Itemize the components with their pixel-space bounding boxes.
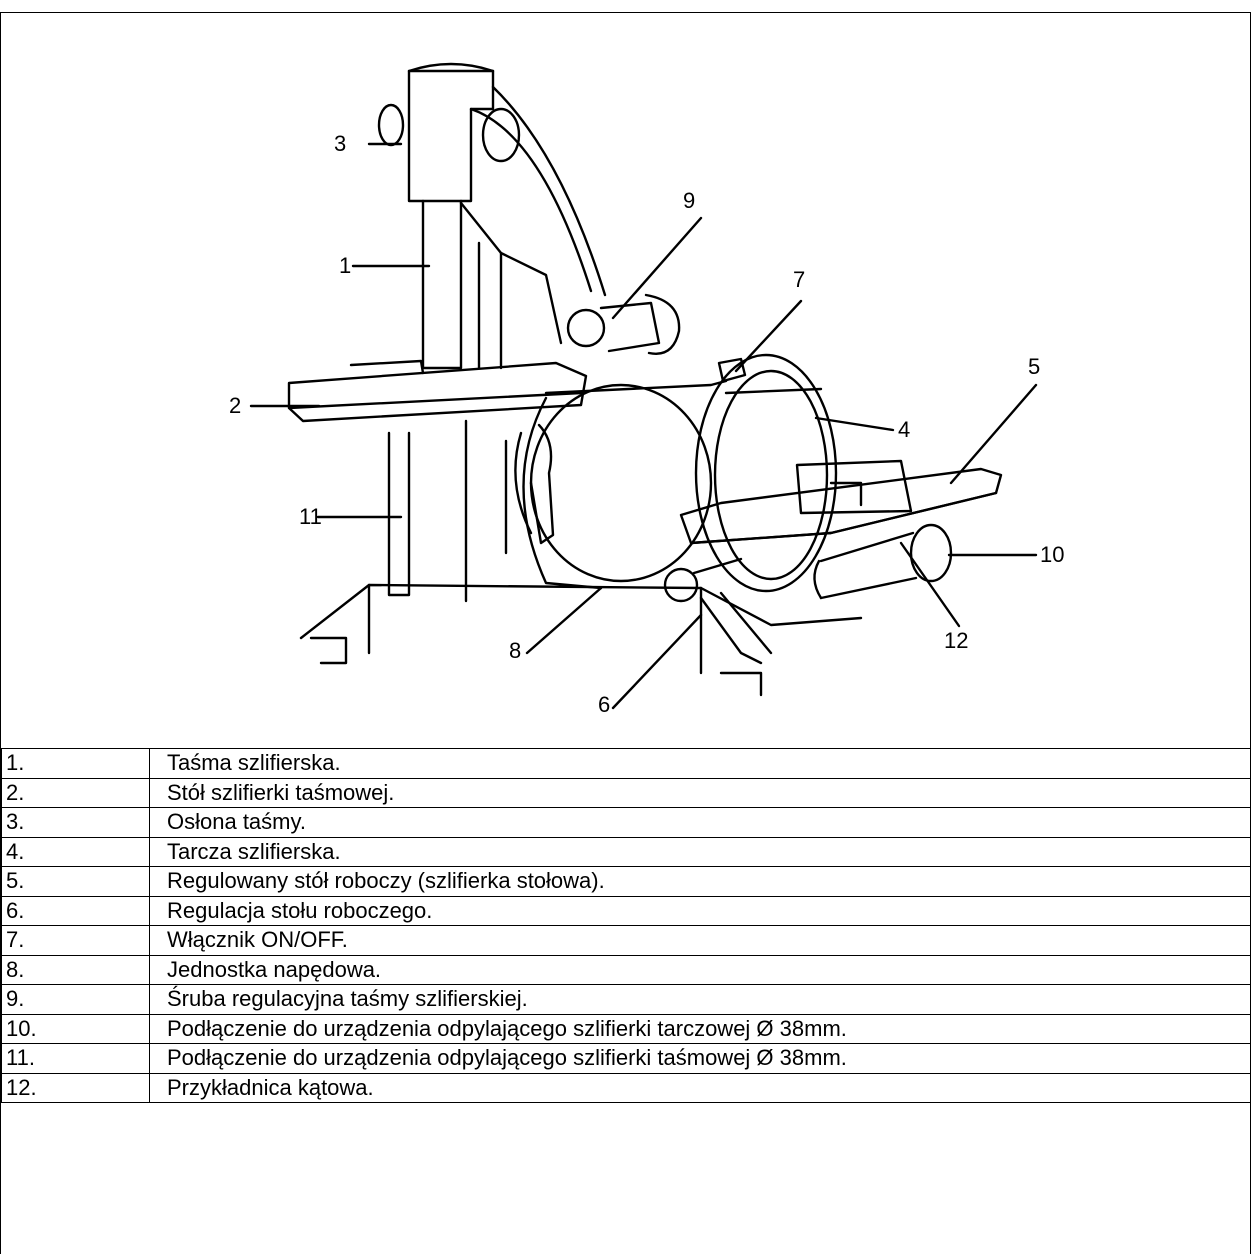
part-number: 3.	[1, 807, 150, 838]
table-row: 9. Śruba regulacyjna taśmy szlifierskiej…	[1, 984, 1251, 1015]
part-description: Osłona taśmy.	[149, 807, 1251, 838]
document-frame: 3 1 9 7 5 2 4 11 10 12 8 6 1. Taśma szli…	[0, 12, 1251, 1254]
part-description: Stół szlifierki taśmowej.	[149, 777, 1251, 808]
table-row: 11. Podłączenie do urządzenia odpylające…	[1, 1043, 1251, 1074]
part-description: Jednostka napędowa.	[149, 954, 1251, 985]
table-row: 5. Regulowany stół roboczy (szlifierka s…	[1, 866, 1251, 897]
table-row: 6. Regulacja stołu roboczego.	[1, 895, 1251, 926]
part-number: 10.	[1, 1013, 150, 1044]
part-description: Włącznik ON/OFF.	[149, 925, 1251, 956]
callout-12: 12	[944, 628, 969, 653]
part-number: 6.	[1, 895, 150, 926]
callout-3: 3	[334, 131, 347, 156]
callout-1: 1	[339, 253, 352, 278]
part-description: Podłączenie do urządzenia odpylającego s…	[149, 1043, 1251, 1074]
part-number: 8.	[1, 954, 150, 985]
table-row: 12. Przykładnica kątowa.	[1, 1072, 1251, 1103]
table-row: 10. Podłączenie do urządzenia odpylające…	[1, 1013, 1251, 1044]
part-number: 2.	[1, 777, 150, 808]
part-number: 5.	[1, 866, 150, 897]
parts-legend-table: 1. Taśma szlifierska. 2. Stół szlifierki…	[1, 748, 1251, 1103]
part-description: Regulowany stół roboczy (szlifierka stoł…	[149, 866, 1251, 897]
part-number: 1.	[1, 748, 150, 779]
part-description: Regulacja stołu roboczego.	[149, 895, 1251, 926]
callout-6: 6	[598, 692, 611, 717]
callout-11: 11	[299, 504, 322, 529]
part-description: Podłączenie do urządzenia odpylającego s…	[149, 1013, 1251, 1044]
part-number: 4.	[1, 836, 150, 867]
table-row: 3. Osłona taśmy.	[1, 807, 1251, 838]
table-row: 4. Tarcza szlifierska.	[1, 836, 1251, 867]
callout-4: 4	[898, 417, 911, 442]
machine-figure-cell: 3 1 9 7 5 2 4 11 10 12 8 6	[1, 13, 1250, 748]
part-description: Tarcza szlifierska.	[149, 836, 1251, 867]
part-description: Taśma szlifierska.	[149, 748, 1251, 779]
belt-disc-sander-illustration	[249, 62, 1038, 710]
part-number: 9.	[1, 984, 150, 1015]
part-number: 11.	[1, 1043, 150, 1074]
callout-7: 7	[793, 267, 806, 292]
table-row: 1. Taśma szlifierska.	[1, 748, 1251, 779]
part-description: Śruba regulacyjna taśmy szlifierskiej.	[149, 984, 1251, 1015]
table-row: 2. Stół szlifierki taśmowej.	[1, 777, 1251, 808]
callout-2: 2	[229, 393, 242, 418]
callout-9: 9	[683, 188, 696, 213]
part-description: Przykładnica kątowa.	[149, 1072, 1251, 1103]
callout-5: 5	[1028, 354, 1041, 379]
callout-8: 8	[509, 638, 522, 663]
table-row: 7. Włącznik ON/OFF.	[1, 925, 1251, 956]
part-number: 12.	[1, 1072, 150, 1103]
callout-10: 10	[1040, 542, 1065, 567]
part-number: 7.	[1, 925, 150, 956]
table-row: 8. Jednostka napędowa.	[1, 954, 1251, 985]
